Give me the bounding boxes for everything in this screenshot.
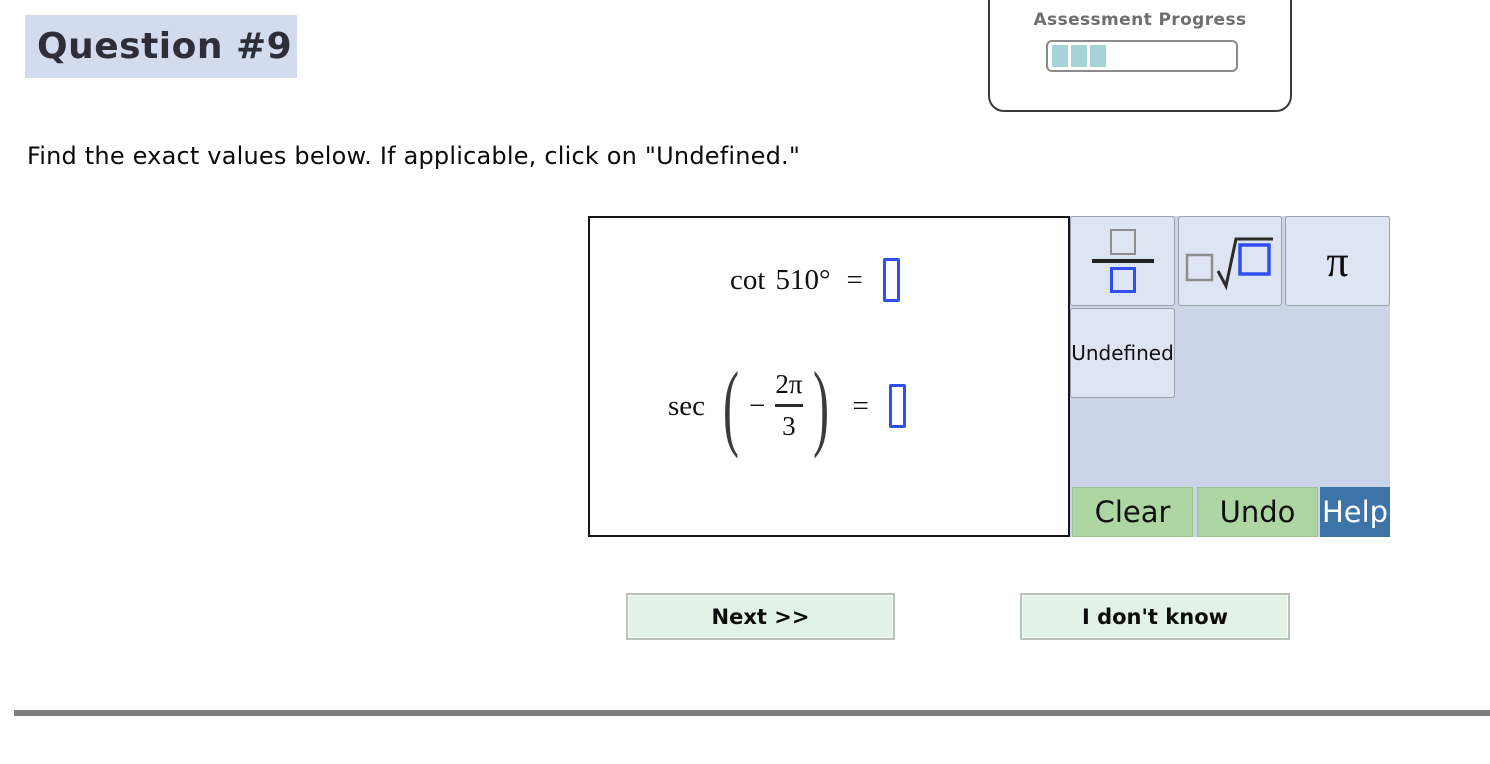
help-button[interactable]: Help	[1320, 487, 1390, 537]
progress-bar	[1046, 40, 1238, 72]
assessment-progress-title: Assessment Progress	[1033, 10, 1247, 30]
undo-button[interactable]: Undo	[1197, 487, 1318, 537]
fraction-bar	[775, 404, 803, 407]
undefined-button-label: Undefined	[1071, 341, 1174, 365]
math-tool-panel: π Undefined Clear Undo Help	[1070, 216, 1390, 537]
question-badge: Question #9	[25, 15, 297, 78]
assessment-progress-card: Assessment Progress	[988, 0, 1292, 112]
equation-1-equals-sign: =	[846, 263, 863, 296]
answer-input-1[interactable]	[882, 258, 900, 302]
equation-2-equals-sign: =	[852, 389, 869, 422]
minus-sign: −	[749, 389, 766, 422]
help-button-label: Help	[1321, 495, 1389, 529]
fraction-icon	[1091, 229, 1154, 293]
equation-2: sec ( − 2π 3 ) =	[668, 356, 906, 456]
i-dont-know-button[interactable]: I don't know	[1020, 593, 1290, 640]
progress-segment	[1090, 45, 1106, 67]
question-title: Question #9	[37, 26, 293, 67]
equation-2-function: sec	[668, 389, 706, 422]
fraction-denominator: 3	[782, 411, 796, 441]
fraction-button[interactable]	[1070, 216, 1175, 306]
sqrt-icon	[1185, 237, 1273, 291]
answer-area: cot 510° = sec ( − 2π 3 ) =	[588, 216, 1070, 537]
equation-1-function: cot	[730, 263, 766, 296]
fraction: 2π 3	[775, 369, 803, 441]
sqrt-button[interactable]	[1178, 216, 1282, 306]
instruction-text: Find the exact values below. If applicab…	[27, 142, 801, 170]
next-button-label: Next >>	[711, 604, 810, 629]
i-dont-know-button-label: I don't know	[1081, 604, 1229, 629]
bottom-divider	[14, 710, 1490, 716]
equation-1-argument: 510°	[775, 263, 831, 296]
next-button[interactable]: Next >>	[626, 593, 895, 640]
clear-button-label: Clear	[1094, 495, 1171, 529]
progress-segment	[1052, 45, 1068, 67]
undo-button-label: Undo	[1219, 495, 1296, 529]
undefined-button[interactable]: Undefined	[1070, 308, 1175, 398]
fraction-numerator: 2π	[775, 369, 803, 400]
progress-segment	[1071, 45, 1087, 67]
equation-1: cot 510° =	[730, 258, 900, 302]
answer-input-2[interactable]	[888, 384, 906, 428]
pi-button[interactable]: π	[1285, 216, 1390, 306]
pi-symbol: π	[1326, 236, 1349, 286]
clear-button[interactable]: Clear	[1072, 487, 1193, 537]
